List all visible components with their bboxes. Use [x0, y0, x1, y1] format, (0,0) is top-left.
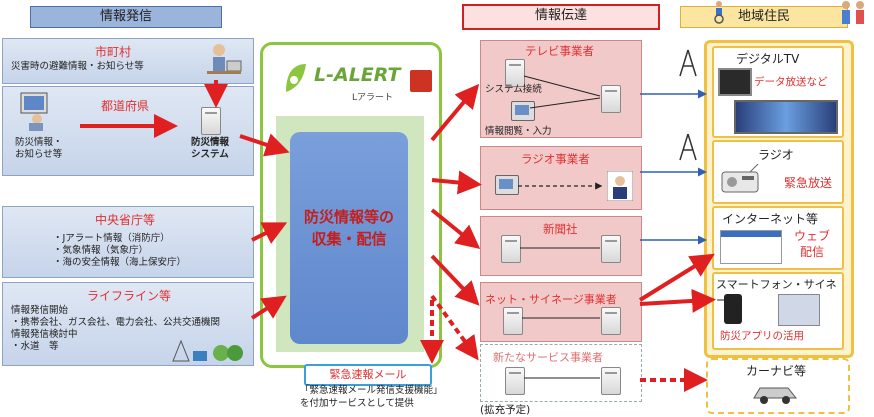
ministries-title: 中央省庁等	[95, 213, 156, 227]
media-newspaper-title: 新聞社	[543, 222, 578, 236]
resident-internet: インターネット等 ウェブ 配信	[712, 206, 844, 270]
lalert-logo-subtext: Lアラート	[352, 93, 394, 103]
municipality-text: 災害時の避難情報・お知らせ等	[11, 61, 144, 72]
digital-tv-note: データ放送など	[754, 76, 828, 88]
tv-screen-icon	[718, 68, 752, 96]
lalert-center-box	[290, 132, 408, 344]
newspaper-server-left-icon	[501, 235, 521, 263]
announcer-icon	[606, 170, 634, 205]
resident-radio: ラジオ 緊急放送	[712, 140, 844, 204]
media-newspaper: 新聞社	[480, 216, 642, 276]
wheelchair-person-icon	[710, 0, 728, 24]
family-icon	[838, 0, 870, 28]
radio-note: 緊急放送	[784, 176, 833, 190]
media-radio-title: ラジオ事業者	[521, 152, 590, 166]
internet-title: インターネット等	[722, 212, 819, 226]
lalert-center-text: 防災情報等の 収集・配信	[303, 208, 394, 248]
emergency-mail-note: 「緊急速報メール発信支援機能」 を付加サービスとして提供	[300, 385, 443, 409]
digital-tv-title: デジタルTV	[736, 52, 800, 66]
lifeline-text: 情報発信開始 ・携帯会社、ガス会社、電力会社、公共交通機関 情報発信検討中 ・水…	[11, 305, 221, 352]
header-info-sender: 情報発信	[30, 6, 222, 28]
media-new-service: 新たなサービス事業者	[480, 344, 642, 402]
disaster-system-label: 防災情報 システム	[191, 137, 230, 160]
source-lifeline: ライフライン等 情報発信開始 ・携帯会社、ガス会社、電力会社、公共交通機関 情報…	[2, 282, 254, 366]
tv-label-browse: 情報閲覧・入力	[485, 126, 552, 137]
carnavi-title: カーナビ等	[746, 364, 807, 378]
media-tv: テレビ事業者 システム接続 情報閲覧・入力	[480, 40, 642, 138]
tv-terminal-icon	[511, 101, 535, 121]
emergency-mail-label: 緊急速報メール	[329, 368, 407, 381]
lalert-logo-icon	[282, 62, 308, 98]
operator-person-icon	[203, 43, 243, 83]
lalert-logo-text: L-ALERT	[314, 64, 401, 86]
net-server-left-icon	[503, 307, 523, 335]
media-net-title: ネット・サイネージ事業者	[485, 293, 617, 306]
tv-server-right-icon	[601, 85, 621, 113]
antenna-radio-icon	[678, 132, 698, 166]
signage-icon	[778, 294, 820, 326]
prefecture-title: 都道府県	[101, 99, 150, 113]
source-municipality: 市町村 災害時の避難情報・お知らせ等	[2, 38, 254, 84]
lifeline-title: ライフライン等	[87, 289, 172, 303]
emergency-mail-box	[304, 364, 432, 386]
new-service-server-left-icon	[505, 367, 525, 395]
resident-carnavi	[706, 358, 850, 414]
tv-label-system: システム接続	[485, 84, 542, 95]
new-service-server-right-icon	[601, 367, 621, 395]
ministries-text: ・Jアラート情報（消防庁） ・気象情報（気象庁） ・海の安全情報（海上保安庁）	[53, 233, 187, 268]
internet-note: ウェブ 配信	[794, 229, 831, 259]
media-net-signage: ネット・サイネージ事業者	[480, 282, 642, 342]
prefecture-text: 防災情報・ お知らせ等	[15, 137, 63, 160]
web-page-icon	[720, 230, 782, 264]
smartphone-icon	[724, 294, 742, 324]
expansion-note: (拡充予定)	[480, 404, 531, 416]
infrastructure-icon	[171, 337, 247, 367]
radio-operator-icon	[495, 175, 519, 195]
car-icon	[750, 380, 800, 410]
newspaper-server-right-icon	[601, 235, 621, 263]
header-info-transmission: 情報伝達	[462, 4, 660, 30]
ministry-logo-icon	[410, 70, 432, 92]
source-ministries: 中央省庁等 ・Jアラート情報（消防庁） ・気象情報（気象庁） ・海の安全情報（海…	[2, 206, 254, 278]
media-new-service-title: 新たなサービス事業者	[493, 351, 603, 364]
radio-device-icon	[720, 163, 760, 198]
antenna-tv-icon	[678, 48, 698, 82]
tv-broadcast-screen-icon	[734, 100, 838, 134]
smartphone-note: 防災アプリの活用	[720, 330, 804, 342]
desktop-computer-icon	[15, 91, 53, 135]
net-server-right-icon	[601, 307, 621, 335]
media-radio: ラジオ事業者	[480, 146, 642, 210]
municipality-title: 市町村	[95, 45, 132, 59]
resident-smartphone: スマートフォン・サイネージ 防災アプリの活用	[712, 272, 844, 350]
tv-server-left-icon	[505, 59, 525, 87]
media-tv-title: テレビ事業者	[525, 44, 594, 58]
radio-title: ラジオ	[758, 148, 794, 162]
resident-digital-tv: デジタルTV データ放送など	[712, 46, 844, 138]
